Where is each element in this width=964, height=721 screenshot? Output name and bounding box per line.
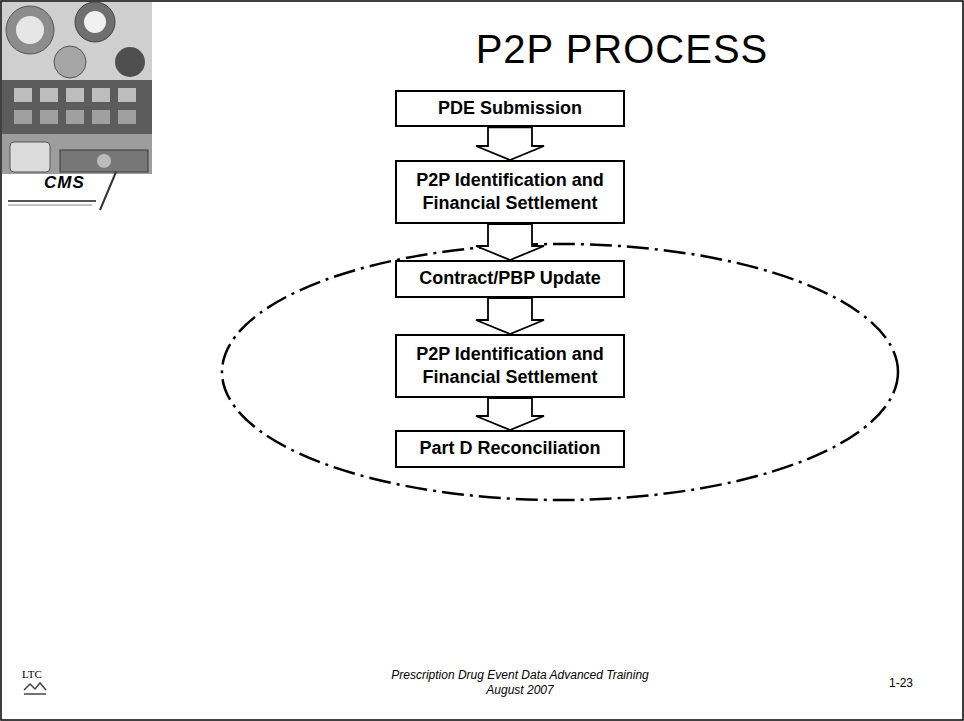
blister-cell	[66, 110, 84, 124]
process-box: Contract/PBP Update	[395, 260, 625, 298]
dashed-grouping-ellipse	[222, 244, 898, 500]
blister-cell	[40, 110, 58, 124]
slide-title: P2P PROCESS	[462, 26, 782, 72]
cms-logo-text: CMS	[44, 176, 100, 190]
logo-rule	[8, 200, 96, 202]
blister-cell	[118, 88, 136, 102]
box-label: P2P Identification and Financial Settlem…	[407, 169, 613, 216]
box-label: Part D Reconciliation	[419, 437, 600, 460]
money-photo	[2, 134, 152, 174]
box-label: Contract/PBP Update	[419, 267, 601, 290]
logo-rule	[8, 205, 92, 206]
pill-bottle	[10, 142, 50, 172]
banknote-seal	[97, 154, 111, 168]
pill-jar	[6, 6, 54, 54]
pill-jar	[75, 2, 115, 42]
block-arrow	[476, 398, 544, 430]
banknote	[60, 150, 148, 172]
blister-cell	[66, 88, 84, 102]
blister-cell	[118, 110, 136, 124]
block-arrow	[476, 127, 544, 160]
pill-jar	[54, 46, 86, 78]
ltc-logo-mark	[24, 683, 46, 690]
process-box: P2P Identification and Financial Settlem…	[395, 334, 625, 398]
blister-cell	[14, 110, 32, 124]
block-arrow	[476, 224, 544, 260]
ltc-logo-mark	[24, 693, 46, 695]
pill-jar	[115, 47, 145, 77]
process-box: P2P Identification and Financial Settlem…	[395, 160, 625, 224]
footer-note: Prescription Drug Event Data Advanced Tr…	[270, 668, 770, 682]
box-label: PDE Submission	[438, 97, 582, 120]
pill-jar-photo	[2, 2, 152, 80]
pill-jar	[16, 16, 44, 44]
block-arrow	[476, 298, 544, 334]
blister-pack-photo	[2, 80, 152, 134]
box-label: P2P Identification and Financial Settlem…	[407, 343, 613, 390]
ltc-logo-text: LTC	[22, 667, 62, 681]
process-box: PDE Submission	[395, 90, 625, 127]
slide-number: 1-23	[876, 676, 926, 690]
blister-cell	[92, 110, 110, 124]
process-box: Part D Reconciliation	[395, 430, 625, 468]
logo-slash	[100, 172, 116, 210]
pill-jar	[84, 11, 106, 33]
blister-cell	[40, 88, 58, 102]
blister-cell	[14, 88, 32, 102]
footer-date: August 2007	[270, 683, 770, 697]
blister-cell	[92, 88, 110, 102]
